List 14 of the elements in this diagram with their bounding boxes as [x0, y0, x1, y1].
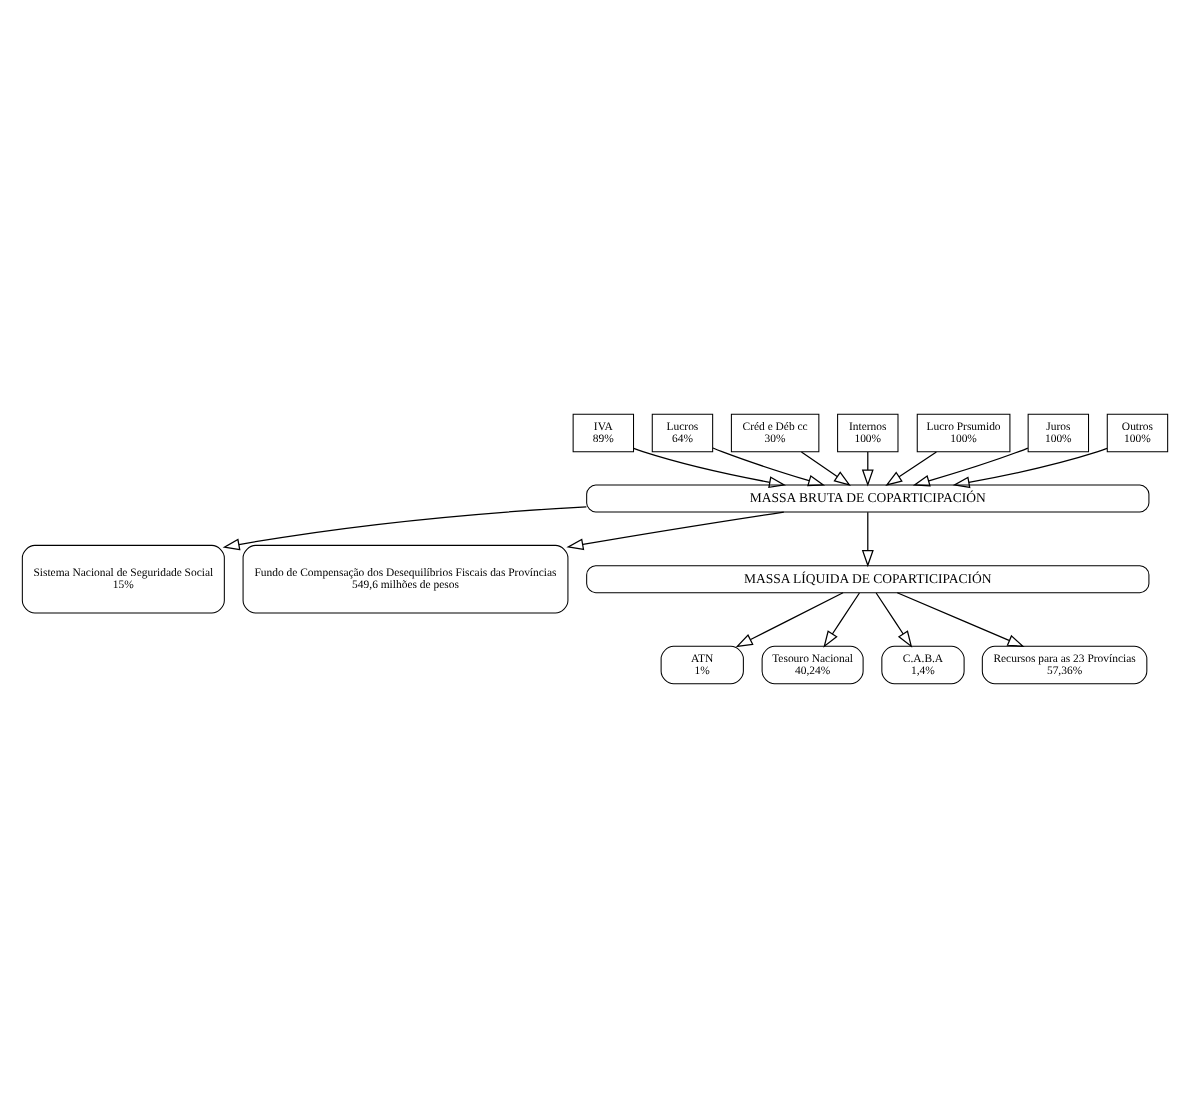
arrow: [823, 591, 861, 647]
arrow: [861, 450, 874, 486]
arrow: [712, 446, 826, 486]
arrow: [633, 446, 787, 488]
arrow: [952, 446, 1108, 488]
arrow: [896, 591, 1025, 647]
arrow: [885, 450, 937, 485]
arrow: [735, 591, 844, 647]
arrow: [875, 591, 913, 647]
arrow: [566, 510, 785, 550]
arrow: [800, 450, 851, 485]
arrow: [222, 505, 587, 550]
arrow: [912, 446, 1029, 486]
arrow: [861, 510, 874, 567]
